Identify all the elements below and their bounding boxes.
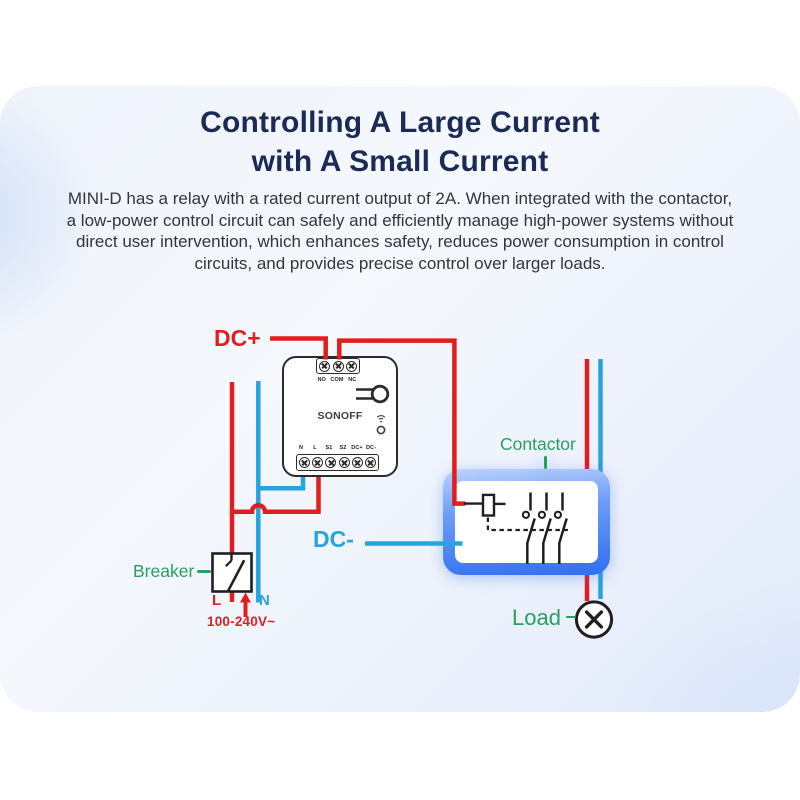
- description-line: direct user intervention, which enhances…: [76, 232, 724, 252]
- voltage-label: 100-240V~: [207, 614, 276, 629]
- io-terminal-block: [296, 454, 379, 471]
- contactor-contact-symbol: [553, 492, 568, 564]
- terminal-screw-icon: [338, 457, 350, 468]
- relay-terminal-labels: NO COM NC: [314, 377, 360, 383]
- contactor-contact-symbol: [537, 492, 552, 564]
- dc-plus-wire: [270, 336, 328, 360]
- contactor-label-dash: [544, 456, 547, 469]
- terminal-label-dcplus: DC+: [351, 445, 363, 451]
- dc-plus-label: DC+: [214, 325, 261, 351]
- device-button-icon: [376, 425, 386, 435]
- dc-minus-label: DC-: [313, 526, 354, 552]
- breaker-label-dash: [197, 570, 211, 573]
- terminal-label-s1: S1: [325, 445, 333, 451]
- title-line-1: Controlling A Large Current: [200, 106, 600, 139]
- io-terminal-labels: N L S1 S2 DC+ DC-: [294, 445, 378, 451]
- title-line-2: with A Small Current: [251, 145, 549, 178]
- terminal-screw-icon: [364, 457, 376, 468]
- description-line: circuits, and provides precise control o…: [194, 254, 606, 274]
- sonoff-logo: SONOFF: [317, 410, 363, 422]
- ac-input-arrow-icon: [240, 592, 251, 617]
- terminal-screw-icon: [312, 457, 324, 468]
- terminal-screw-icon: [332, 360, 344, 372]
- breaker-label: Breaker: [133, 561, 195, 581]
- terminal-screw-icon: [299, 457, 311, 468]
- page-title: Controlling A Large Current with A Small…: [0, 103, 800, 181]
- terminal-label-s2: S2: [339, 445, 347, 451]
- sonoff-mini-device: NO COM NC SONOFF N L S1 S2 DC+ DC-: [282, 356, 398, 477]
- load-label-dash: [566, 615, 576, 619]
- terminal-screw-icon: [319, 360, 331, 372]
- terminal-label-nc: NC: [348, 377, 357, 383]
- load-symbol: [574, 600, 614, 639]
- contactor-label: Contactor: [500, 434, 576, 454]
- terminal-screw-icon: [325, 457, 337, 468]
- terminal-label-dcminus: DC-: [365, 445, 377, 451]
- description-line: MINI-D has a relay with a rated current …: [67, 189, 733, 208]
- background-panel: [0, 86, 800, 712]
- terminal-screw-icon: [345, 360, 357, 372]
- load-label: Load: [512, 605, 561, 630]
- terminal-label-l: L: [313, 445, 317, 451]
- contactor-contact-symbol: [521, 492, 536, 564]
- description-text: MINI-D has a relay with a rated current …: [20, 188, 780, 275]
- wifi-button-icon: [376, 415, 386, 435]
- neutral-label: N: [259, 592, 270, 609]
- breaker-symbol: [211, 552, 253, 593]
- terminal-label-com: COM: [330, 377, 344, 383]
- terminal-label-n: N: [298, 445, 304, 451]
- keyhole-icon: [356, 384, 390, 404]
- terminal-screw-icon: [351, 457, 363, 468]
- com-to-coil-wire: [337, 338, 466, 506]
- mechanical-linkage-dashed: [486, 517, 569, 532]
- description-line: a low-power control circuit can safely a…: [66, 210, 734, 230]
- terminal-label-no: NO: [317, 377, 326, 383]
- contactor-coil-symbol: [464, 493, 506, 517]
- line-label: L: [212, 592, 222, 609]
- contactor-box: [443, 469, 610, 575]
